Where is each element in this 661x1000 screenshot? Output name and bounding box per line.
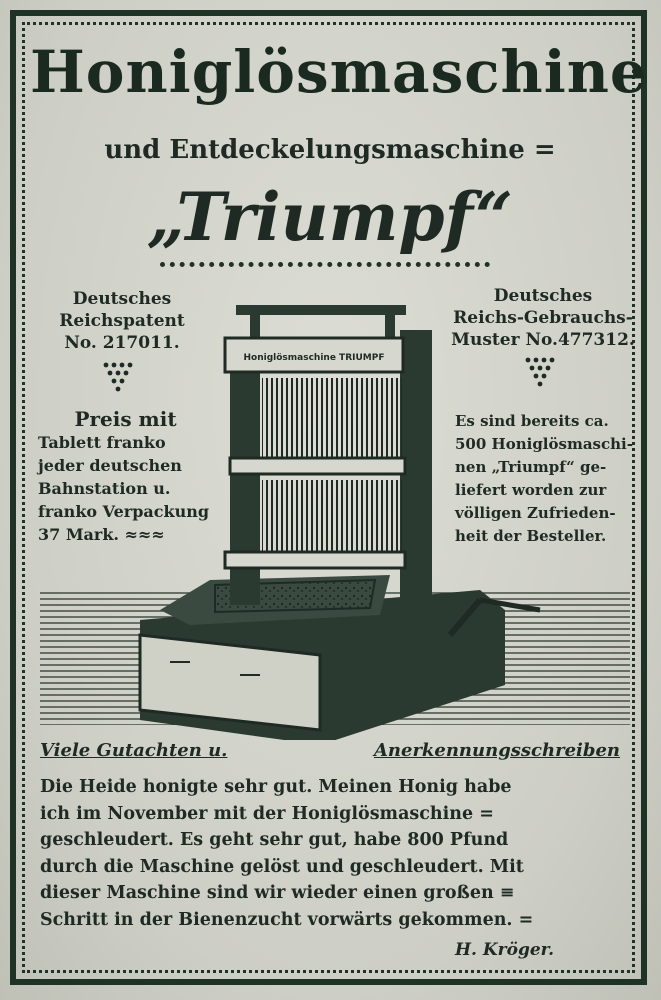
brand-name: „Triumpf“ bbox=[146, 178, 514, 256]
delivered-line: völligen Zufrieden- bbox=[455, 504, 616, 522]
delivered-line: nen „Triumpf“ ge- bbox=[455, 458, 607, 476]
dot-triangle-ornament bbox=[525, 357, 555, 387]
price-heading: Preis mit bbox=[74, 407, 177, 431]
machine-illustration: Honiglösmaschine TRIUMPF bbox=[40, 305, 630, 740]
patent-left-line: Reichspatent bbox=[59, 311, 185, 331]
heading-right: Anerkennungsschreiben bbox=[373, 740, 620, 761]
brand-dotted-underline bbox=[160, 262, 490, 267]
price-block: Preis mit Tablett franko jeder deutschen… bbox=[38, 408, 213, 546]
testimonial-heading-row: Viele Gutachten u. Anerkennungsschreiben bbox=[40, 740, 630, 770]
testimonial-line: Die Heide honigte sehr gut. Meinen Honig… bbox=[40, 777, 512, 797]
testimonial-text: Die Heide honigte sehr gut. Meinen Honig… bbox=[40, 774, 630, 934]
patent-left-line: Deutsches bbox=[72, 289, 172, 309]
testimonial-line: ich im November mit der Honiglösmaschine… bbox=[40, 803, 494, 824]
delivered-line: liefert worden zur bbox=[455, 481, 607, 499]
heading-left: Viele Gutachten u. bbox=[40, 740, 228, 761]
dot-triangle-ornament bbox=[103, 362, 133, 392]
patent-right-line: Reichs-Gebrauchs- bbox=[453, 308, 633, 328]
testimonial-line: dieser Maschine sind wir wieder einen gr… bbox=[40, 883, 515, 904]
testimonial-line: geschleudert. Es geht sehr gut, habe 800… bbox=[40, 830, 509, 851]
inner-dotted-border bbox=[22, 22, 635, 973]
price-line: jeder deutschen bbox=[38, 456, 182, 475]
patent-left-line: No. 217011. bbox=[64, 333, 180, 353]
price-line: Bahnstation u. bbox=[38, 479, 171, 498]
patent-left: Deutsches Reichspatent No. 217011. bbox=[52, 288, 192, 354]
price-line: Tablett franko bbox=[38, 433, 166, 452]
price-line: franko Verpackung bbox=[38, 502, 210, 521]
delivered-line: 500 Honiglösmaschi- bbox=[455, 435, 633, 453]
machine-label: Honiglösmaschine TRIUMPF bbox=[244, 353, 385, 363]
delivered-line: Es sind bereits ca. bbox=[455, 412, 609, 430]
patent-right-line: Muster No.477312. bbox=[451, 330, 635, 350]
delivered-line: heit der Besteller. bbox=[455, 527, 607, 545]
page-title: Honiglösmaschine bbox=[30, 38, 648, 106]
testimonial-line: Schritt in der Bienenzucht vorwärts geko… bbox=[40, 909, 534, 930]
patent-right: Deutsches Reichs-Gebrauchs- Muster No.47… bbox=[448, 285, 638, 351]
outer-border bbox=[10, 10, 647, 985]
delivered-block: Es sind bereits ca. 500 Honiglösmaschi- … bbox=[455, 410, 635, 548]
signature: H. Kröger. bbox=[455, 940, 554, 960]
subtitle: und Entdeckelungsmaschine = bbox=[104, 135, 556, 165]
price-line: 37 Mark. ≈≈≈ bbox=[38, 525, 165, 544]
testimonial-line: durch die Maschine gelöst und geschleude… bbox=[40, 856, 524, 877]
patent-right-line: Deutsches bbox=[493, 286, 593, 306]
